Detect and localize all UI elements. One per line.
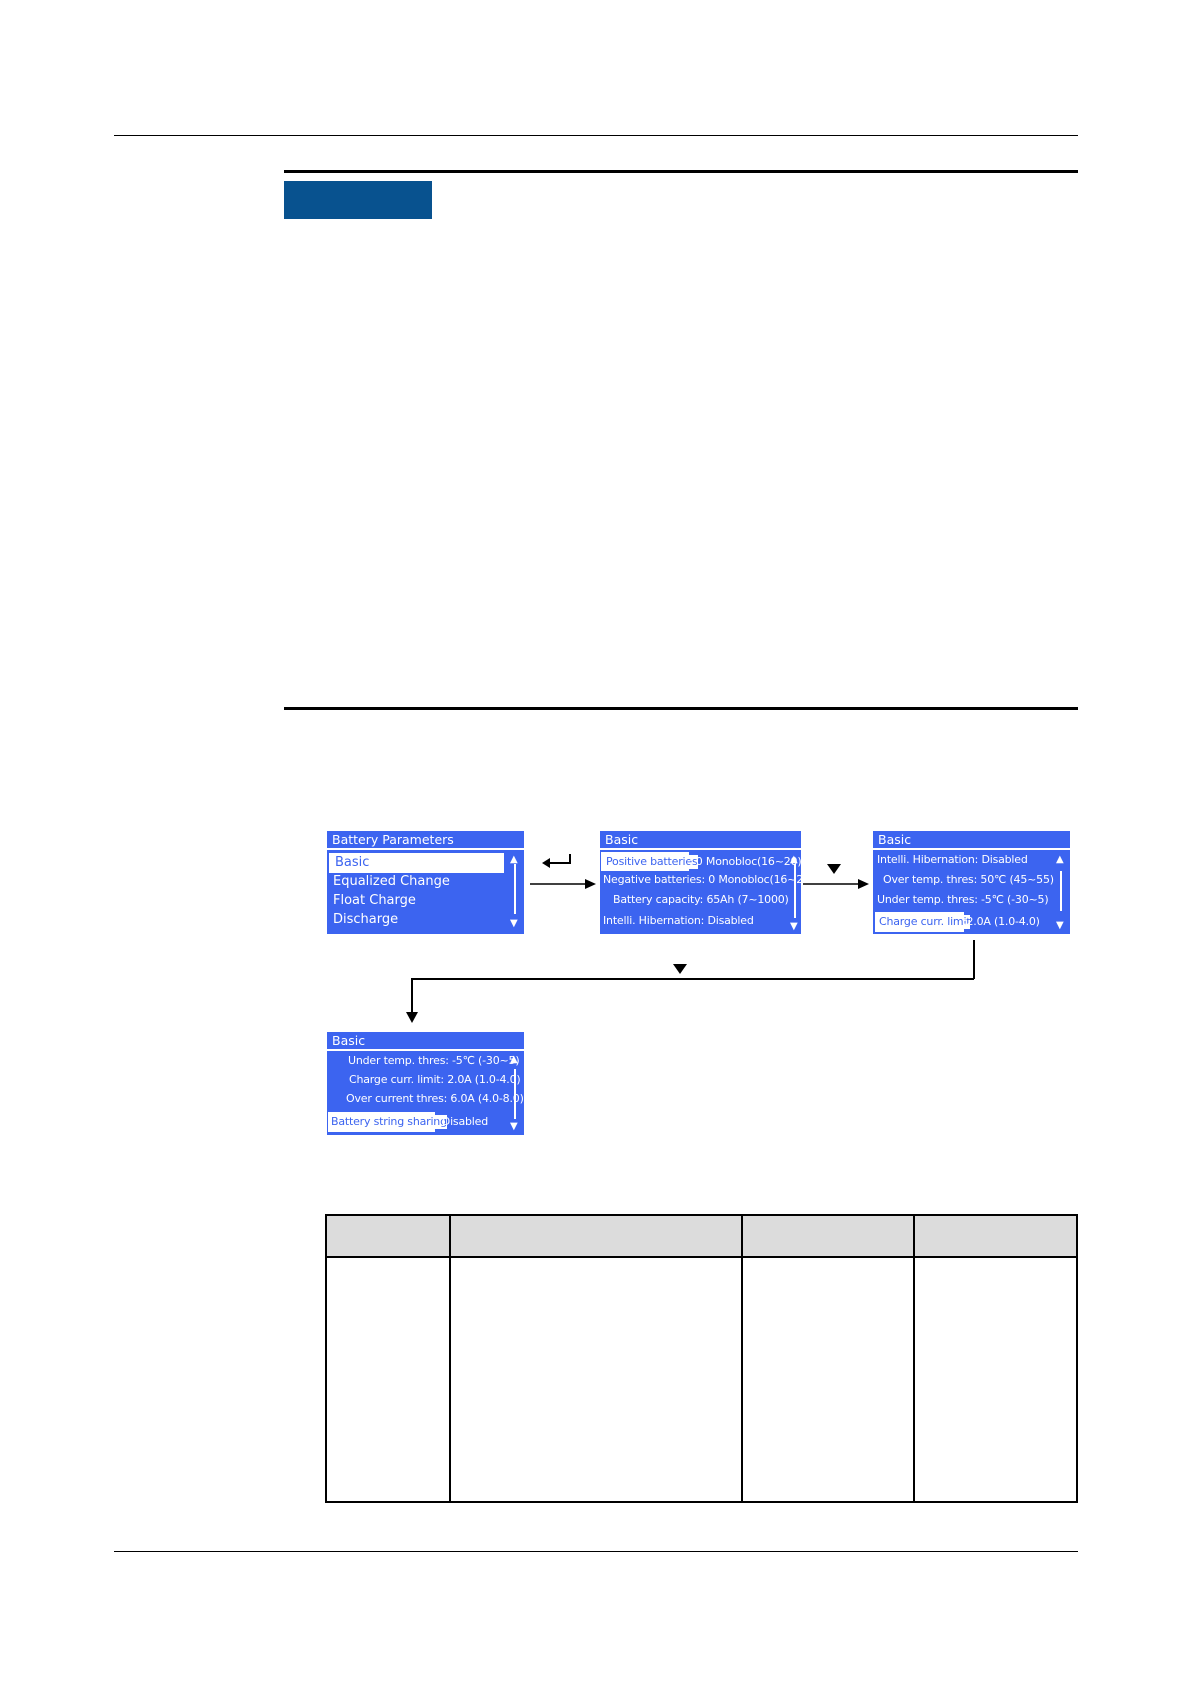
- scrollbar: [1060, 871, 1062, 911]
- field-negative-batteries: Negative batteries: 0 Monobloc(16~20): [603, 873, 801, 886]
- field-charge-curr-limit-value: :2.0A (1.0-4.0): [963, 915, 1040, 928]
- notice-banner: [284, 181, 432, 219]
- scrollbar: [794, 864, 796, 918]
- connector-vertical-right: [973, 940, 975, 979]
- connector-horizontal: [411, 978, 974, 980]
- table-header-cell: [449, 1214, 743, 1258]
- scroll-down-icon: ▼: [1056, 920, 1064, 931]
- menu-item-equalized-change[interactable]: Equalized Change: [333, 874, 450, 889]
- scroll-up-icon: ▲: [510, 854, 518, 865]
- menu-item-discharge[interactable]: Discharge: [333, 912, 399, 927]
- scroll-down-icon: ▼: [510, 918, 518, 929]
- scroll-up-icon: ▲: [1056, 854, 1064, 865]
- field-intelli-hibernation: Intelli. Hibernation: Disabled: [877, 853, 1028, 866]
- field-under-temp-thres: Under temp. thres: -5℃ (-30~5): [348, 1054, 520, 1067]
- screen-title: Basic: [600, 831, 801, 850]
- connector-arrowhead: [406, 1012, 418, 1023]
- scroll-up-icon: ▲: [790, 854, 798, 865]
- footer-rule: [114, 1551, 1078, 1552]
- arrow-screen1-to-screen2: [530, 879, 596, 889]
- header-rule: [114, 135, 1078, 136]
- down-key-icon: [827, 864, 841, 874]
- field-under-temp-thres: Under temp. thres: -5℃ (-30~5): [877, 893, 1049, 906]
- lcd-screen-basic-3: Basic Under temp. thres: -5℃ (-30~5) Cha…: [327, 1032, 524, 1135]
- scroll-up-icon: ▲: [510, 1054, 518, 1065]
- field-over-temp-thres: Over temp. thres: 50℃ (45~55): [883, 873, 1054, 886]
- table-cell: [913, 1256, 1078, 1503]
- table-header-cell: [913, 1214, 1078, 1258]
- field-battery-capacity: Battery capacity: 65Ah (7~1000): [613, 893, 789, 906]
- table-row: [325, 1256, 1078, 1503]
- screen-title: Basic: [873, 831, 1070, 850]
- notice-bottom-rule: [284, 707, 1078, 710]
- notice-top-rule: [284, 170, 1078, 173]
- table-header-cell: [741, 1214, 915, 1258]
- parameter-table: [325, 1214, 1078, 1503]
- table-cell: [449, 1256, 743, 1503]
- scroll-down-icon: ▼: [790, 921, 798, 932]
- field-positive-batteries-value: : 0 Monobloc(16~20): [689, 855, 801, 868]
- screen-title: Basic: [327, 1032, 524, 1051]
- screen-title: Battery Parameters: [327, 831, 524, 850]
- field-battery-string-sharing-label[interactable]: Battery string sharing: [331, 1115, 447, 1129]
- field-charge-curr-limit-label[interactable]: Charge curr. limit: [879, 915, 971, 929]
- connector-vertical-left: [411, 978, 413, 1014]
- arrow-screen2-to-screen3: [803, 879, 869, 889]
- field-over-current-thres: Over current thres: 6.0A (4.0-8.0): [346, 1092, 524, 1105]
- table-cell: [741, 1256, 915, 1503]
- lcd-screen-basic-2: Basic Intelli. Hibernation: Disabled Ove…: [873, 831, 1070, 934]
- lcd-screen-battery-parameters: Battery Parameters Basic Equalized Chang…: [327, 831, 524, 934]
- table-cell: [325, 1256, 451, 1503]
- field-charge-curr-limit: Charge curr. limit: 2.0A (1.0-4.0): [349, 1073, 521, 1086]
- down-key-icon: [673, 964, 687, 974]
- scrollbar: [514, 1069, 516, 1119]
- menu-item-basic[interactable]: Basic: [335, 855, 370, 871]
- menu-selection-highlight: [329, 853, 504, 873]
- field-battery-string-sharing-value: : Disabled: [435, 1115, 488, 1128]
- field-intelli-hibernation: Intelli. Hibernation: Disabled: [603, 914, 754, 927]
- field-positive-batteries-label[interactable]: Positive batteries: [606, 855, 698, 869]
- enter-icon: [542, 854, 571, 868]
- table-header-row: [325, 1214, 1078, 1258]
- menu-item-float-charge[interactable]: Float Charge: [333, 893, 416, 908]
- table-header-cell: [325, 1214, 451, 1258]
- scrollbar: [514, 864, 516, 914]
- scroll-down-icon: ▼: [510, 1121, 518, 1132]
- lcd-screen-basic-1: Basic Positive batteries : 0 Monobloc(16…: [600, 831, 801, 934]
